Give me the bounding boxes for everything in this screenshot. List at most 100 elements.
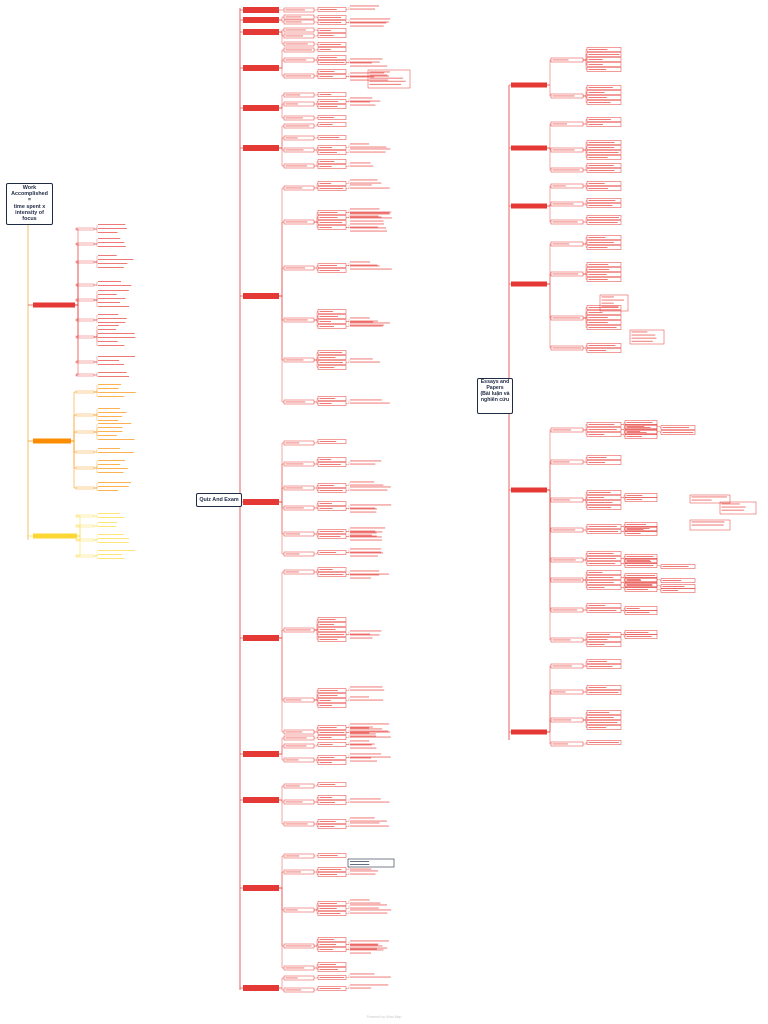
work-leaf-link bbox=[94, 461, 98, 469]
quiz-deep-link bbox=[346, 461, 350, 465]
root-node-essays-and-papers[interactable]: Essays and Papers (Bài luận và nghiên cứ… bbox=[477, 378, 513, 414]
work-leaf-text-line bbox=[98, 534, 124, 535]
root-work-line1: Work bbox=[22, 185, 37, 191]
quiz-leaf-node bbox=[317, 355, 347, 360]
quiz-sub-node-text-line bbox=[285, 759, 299, 761]
work-sub-node bbox=[75, 466, 95, 470]
work-leaf-link bbox=[94, 295, 98, 301]
quiz-deep-leaf-text-line bbox=[350, 217, 392, 219]
quiz-deep-link bbox=[346, 482, 350, 486]
quiz-deep-link bbox=[346, 754, 350, 758]
quiz-deep-leaf-text-line bbox=[350, 820, 387, 822]
quiz-leaf-link bbox=[314, 744, 318, 747]
essay-leaf-link bbox=[583, 54, 587, 61]
quiz-callout-note-text-line bbox=[369, 80, 406, 82]
essay-sub-link bbox=[547, 489, 551, 531]
quiz-leaf-link bbox=[314, 21, 318, 23]
work-leaf-link bbox=[94, 413, 98, 416]
quiz-sub-link bbox=[279, 19, 284, 23]
essay-leaf-node-text-line bbox=[588, 587, 605, 588]
essay-leaf-link bbox=[583, 217, 587, 223]
quiz-deep-leaf-text-line bbox=[350, 146, 387, 148]
quiz-deep-leaf-text-line bbox=[350, 952, 371, 954]
quiz-leaf-link bbox=[314, 737, 318, 739]
work-sub-node bbox=[75, 318, 95, 322]
essay-leaf-node bbox=[586, 325, 622, 330]
quiz-deep-link bbox=[346, 732, 350, 734]
essay-leaf-link bbox=[583, 559, 587, 564]
essay-deep-link bbox=[621, 575, 625, 578]
essay-sub-link bbox=[547, 185, 551, 207]
quiz-deep-leaf-text-line bbox=[350, 899, 370, 901]
quiz-deep-leaf-text-line bbox=[350, 822, 380, 824]
work-leaf-text-line bbox=[98, 372, 127, 373]
quiz-leaf-node-text-line bbox=[319, 71, 335, 72]
essay-deep-node-text-line bbox=[626, 436, 642, 437]
essay-leaf-node-text-line bbox=[588, 152, 619, 153]
essay-deeper-node-text-line bbox=[662, 427, 690, 428]
work-leaf-text-line bbox=[98, 392, 136, 393]
work-leaf-link bbox=[94, 239, 98, 245]
quiz-deep-leaf-text-line bbox=[350, 633, 371, 635]
essay-extra-node-text-line bbox=[601, 302, 614, 304]
work-leaf-link bbox=[94, 336, 98, 342]
work-leaf-link bbox=[94, 431, 98, 436]
essay-leaf-node bbox=[586, 659, 622, 664]
quiz-deep-leaf-text-line bbox=[350, 723, 390, 725]
work-leaf-link bbox=[94, 299, 98, 307]
essay-leaf-node-text-line bbox=[588, 312, 603, 313]
essay-deep-node-text-line bbox=[626, 579, 641, 580]
quiz-leaf-node-text-line bbox=[319, 265, 337, 266]
quiz-leaf-node bbox=[317, 28, 347, 33]
quiz-sub-node-text-line bbox=[285, 187, 303, 189]
essay-sub-link bbox=[547, 283, 551, 319]
quiz-deep-leaf-text-line bbox=[350, 62, 372, 64]
root-node-quiz-and-exam[interactable]: Quiz And Exam bbox=[196, 493, 242, 507]
quiz-deep-leaf-text-line bbox=[350, 727, 369, 729]
essay-extra-node-text-line bbox=[601, 305, 619, 307]
quiz-callout-dark-text-line bbox=[350, 861, 370, 862]
quiz-deep-leaf-text-line bbox=[350, 689, 385, 691]
essay-deeper-node bbox=[660, 588, 696, 593]
quiz-leaf-link bbox=[314, 939, 318, 947]
work-leaf-link bbox=[94, 228, 98, 233]
essay-deep-node bbox=[624, 434, 658, 439]
work-sub-node bbox=[75, 430, 95, 434]
essay-leaf-node-text-line bbox=[588, 119, 611, 120]
essay-leaf-link bbox=[583, 665, 587, 667]
quiz-sub-node-text-line bbox=[285, 745, 307, 747]
quiz-leaf-node bbox=[317, 159, 347, 164]
quiz-leaf-link bbox=[314, 183, 318, 189]
work-leaf-link bbox=[94, 535, 98, 541]
quiz-deep-leaf-text-line bbox=[350, 508, 377, 510]
quiz-sub-node-text-line bbox=[285, 989, 302, 991]
work-leaf-text-line bbox=[98, 435, 117, 436]
quiz-sub-node-text-line bbox=[285, 21, 302, 23]
work-branch-1-box bbox=[33, 438, 71, 444]
quiz-leaf-link bbox=[314, 801, 318, 803]
quiz-leaf-node-text-line bbox=[319, 57, 337, 58]
quiz-leaf-node-text-line bbox=[319, 212, 338, 213]
work-leaf-text-line bbox=[98, 255, 117, 256]
quiz-deep-leaf-text-line bbox=[350, 798, 381, 800]
quiz-deep-leaf-text-line bbox=[350, 909, 392, 911]
essay-deeper-node-text-line bbox=[662, 580, 682, 581]
quiz-leaf-node-text-line bbox=[319, 137, 340, 138]
essay-deeper-link bbox=[657, 426, 661, 428]
essay-leaf-link bbox=[583, 529, 587, 532]
quiz-deep-leaf-text-line bbox=[350, 481, 375, 483]
work-sub-node bbox=[75, 227, 95, 231]
quiz-sub-node-text-line bbox=[285, 125, 310, 127]
essay-sub-link bbox=[547, 489, 551, 641]
essay-deep-link bbox=[621, 558, 625, 561]
root-node-work-accomplished[interactable]: Work Accomplished = time spent x intensi… bbox=[6, 183, 53, 225]
essay-leaf-node-text-line bbox=[588, 610, 617, 611]
essay-leaf-node-text-line bbox=[588, 102, 611, 103]
quiz-leaf-node-text-line bbox=[319, 485, 334, 486]
quiz-deep-leaf-text-line bbox=[350, 227, 387, 229]
essay-extra-node-text-line bbox=[631, 331, 648, 333]
essay-sub-link bbox=[547, 461, 551, 491]
essay-leaf-node-text-line bbox=[588, 307, 619, 308]
quiz-leaf-node-text-line bbox=[319, 690, 338, 691]
quiz-deep-leaf-text-line bbox=[350, 230, 387, 232]
